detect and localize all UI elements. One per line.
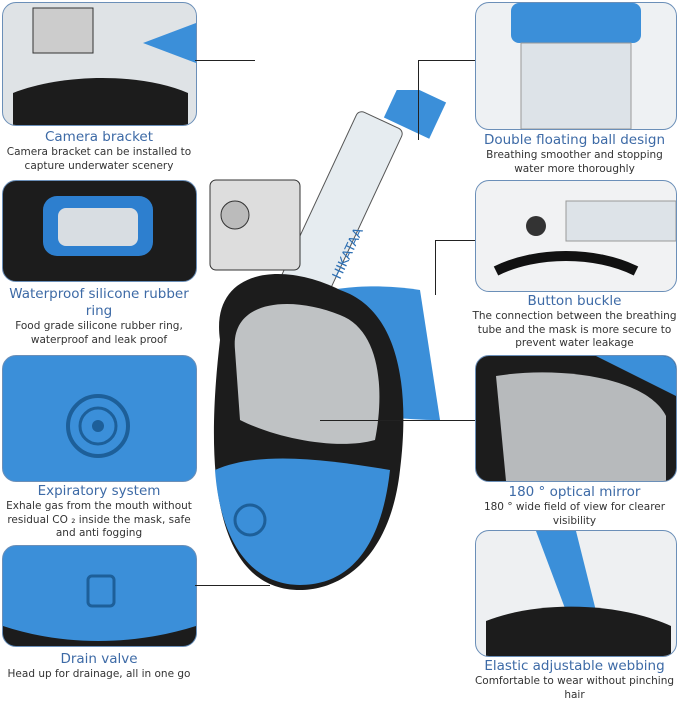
feature-title: Button buckle: [527, 293, 622, 309]
connector-line: [418, 60, 419, 140]
feature-title: Expiratory system: [37, 483, 161, 499]
feature-desc: Food grade silicone rubber ring, waterpr…: [15, 320, 183, 346]
feature-desc: 180 ° wide field of view for clearer vis…: [483, 501, 666, 527]
connector-line: [195, 60, 255, 61]
feature-desc: Exhale gas from the mouth without residu…: [6, 500, 192, 539]
feature-desc: Head up for drainage, all in one go: [7, 668, 191, 680]
feature-drain-valve: Drain valve Head up for drainage, all in…: [0, 651, 198, 682]
feature-title: Waterproof silicone rubber ring: [9, 286, 189, 319]
feature-desc: Comfortable to wear without pinching hai…: [474, 675, 675, 701]
feature-desc: The connection between the breathing tub…: [472, 310, 677, 349]
webbing-image: [475, 530, 677, 657]
expiratory-system-image: [2, 355, 197, 482]
feature-title: Drain valve: [60, 651, 138, 667]
feature-camera-bracket: Camera bracket Camera bracket can be ins…: [0, 129, 198, 173]
feature-title: Elastic adjustable webbing: [484, 658, 665, 674]
floating-ball-image: [475, 2, 677, 130]
feature-desc: Breathing smoother and stopping water mo…: [486, 149, 663, 175]
connector-line: [195, 585, 270, 586]
feature-expiratory-system: Expiratory system Exhale gas from the mo…: [0, 483, 198, 541]
connector-line: [320, 420, 475, 421]
feature-desc: Camera bracket can be installed to captu…: [6, 146, 192, 172]
connector-line: [435, 240, 475, 241]
connector-line: [418, 60, 475, 61]
feature-title: Double floating ball design: [483, 132, 666, 148]
snorkel-mask-image: HIKATAA: [209, 90, 447, 590]
camera-bracket-image: [2, 2, 197, 126]
connector-line: [435, 240, 436, 295]
button-buckle-image: [475, 180, 677, 292]
feature-silicone-ring: Waterproof silicone rubber ring Food gra…: [0, 286, 198, 347]
feature-floating-ball: Double floating ball design Breathing sm…: [470, 132, 679, 176]
feature-button-buckle: Button buckle The connection between the…: [470, 293, 679, 351]
feature-optical-mirror: 180 ° optical mirror 180 ° wide field of…: [470, 484, 679, 528]
drain-valve-image: [2, 545, 197, 647]
silicone-ring-image: [2, 180, 197, 282]
feature-title: Camera bracket: [44, 129, 154, 145]
feature-webbing: Elastic adjustable webbing Comfortable t…: [470, 658, 679, 702]
optical-mirror-image: [475, 355, 677, 482]
feature-title: 180 ° optical mirror: [508, 484, 641, 500]
